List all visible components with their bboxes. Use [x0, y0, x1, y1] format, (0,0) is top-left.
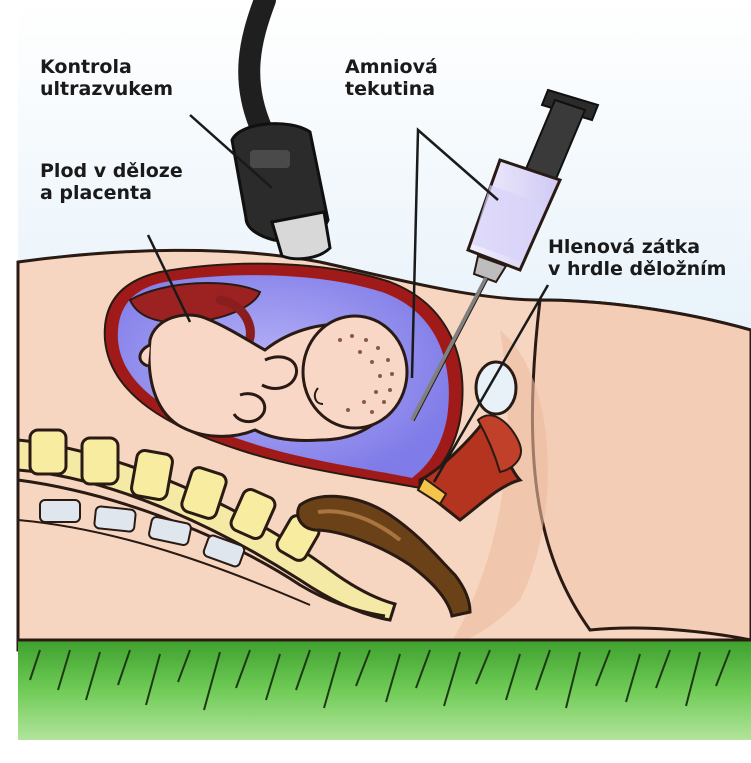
label-fetus-line1: Plod v děloze — [40, 160, 183, 182]
label-ultrasound-line2: ultrazvukem — [40, 78, 173, 100]
label-mucus-line1: Hlenová zátka — [548, 236, 751, 258]
thigh — [532, 300, 751, 640]
label-mucus-line2: v hrdle děložním — [548, 258, 751, 280]
label-ultrasound-line1: Kontrola — [40, 56, 173, 78]
label-amniotic-line1: Amniová — [345, 56, 438, 78]
label-amniotic-line2: tekutina — [345, 78, 438, 100]
label-fetus-line2: a placenta — [40, 182, 183, 204]
label-mucus: Hlenová zátka v hrdle děložním — [548, 236, 751, 280]
label-fetus: Plod v děloze a placenta — [40, 160, 183, 204]
label-amniotic: Amniová tekutina — [345, 56, 438, 100]
label-ultrasound: Kontrola ultrazvukem — [40, 56, 173, 100]
bladder — [476, 362, 516, 414]
